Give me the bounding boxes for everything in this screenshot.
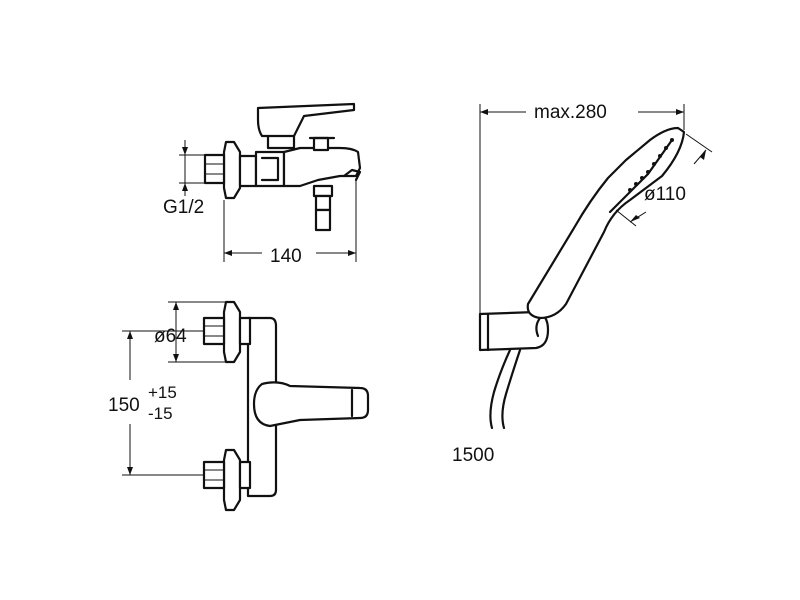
hand-shower xyxy=(478,104,713,430)
shower-head-diameter-label: ø110 xyxy=(644,184,686,205)
tolerance-plus-label: +15 xyxy=(148,383,177,402)
depth-label: 140 xyxy=(270,246,302,267)
mixer-front-view xyxy=(122,300,370,512)
spray-face xyxy=(628,138,674,192)
shower-length-label: max.280 xyxy=(534,102,607,123)
tolerance-minus-label: -15 xyxy=(148,404,173,423)
flange-diameter-label: ø64 xyxy=(154,326,187,347)
center-distance-label: 150 xyxy=(108,395,140,416)
thread-label: G1/2 xyxy=(163,197,204,218)
mixer-side-view xyxy=(179,102,362,262)
hose-length-label: 1500 xyxy=(452,445,494,466)
